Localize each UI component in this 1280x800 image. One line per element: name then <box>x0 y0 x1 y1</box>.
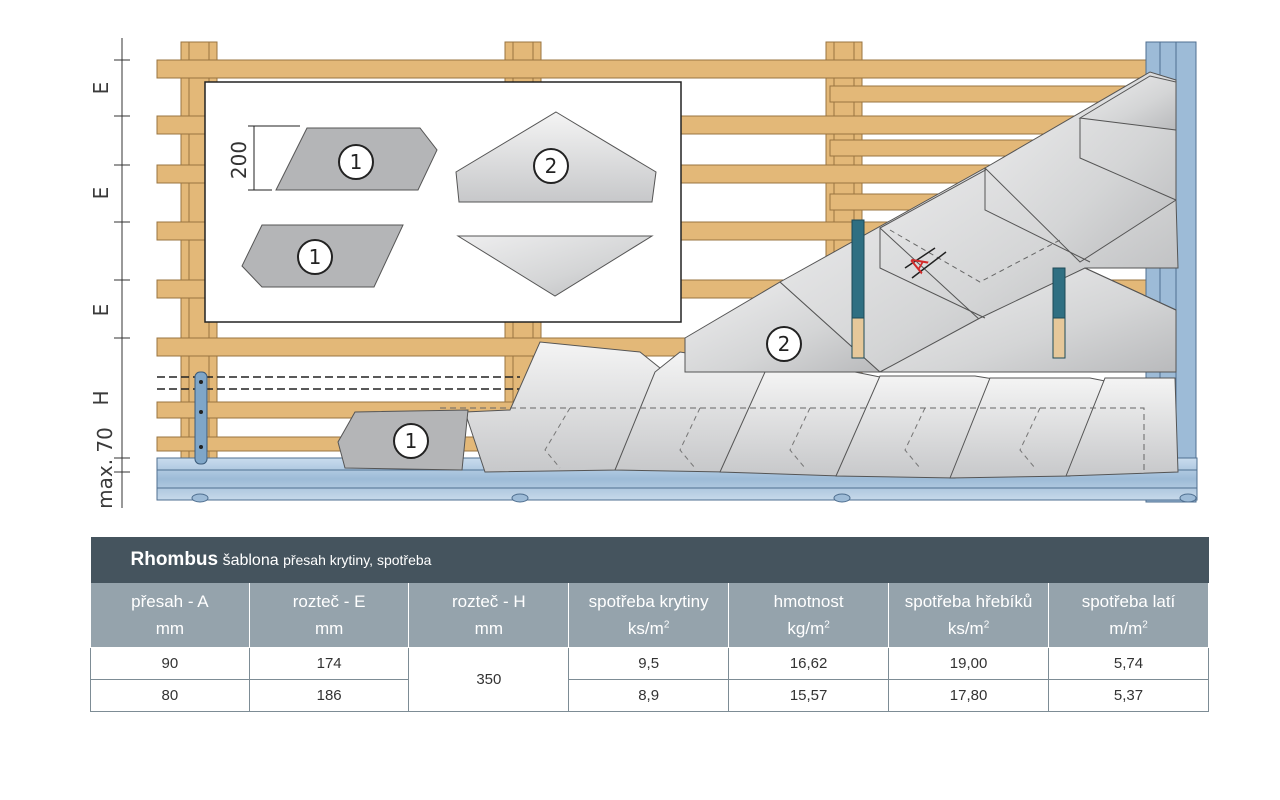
cell-hmotnost: 15,57 <box>728 679 890 712</box>
dim-E3-label: E <box>89 304 113 317</box>
eave-tiles <box>464 341 1179 479</box>
dim-E1-label: E <box>89 82 113 95</box>
cell-spotreba-lati: 5,37 <box>1048 679 1209 712</box>
svg-text:1: 1 <box>309 245 322 269</box>
svg-text:2: 2 <box>778 332 791 356</box>
title-brand: Rhombus <box>130 549 219 570</box>
tile-badge-1c: 1 <box>393 423 429 459</box>
cell-roztec-e: 174 <box>248 647 410 680</box>
cell-spotreba-hrebiku: 17,80 <box>888 679 1049 712</box>
svg-text:2: 2 <box>545 154 558 178</box>
cell-spotreba-krytiny: 8,9 <box>568 679 730 712</box>
table-title: Rhombus šablona přesah krytiny, spotřeba <box>90 537 1209 583</box>
tile-badge-1a: 1 <box>338 144 374 180</box>
cell-spotreba-krytiny: 9,5 <box>568 647 730 680</box>
cell-roztec-h: 350 <box>408 647 570 712</box>
cell-spotreba-hrebiku: 19,00 <box>888 647 1049 680</box>
cell-spotreba-lati: 5,74 <box>1048 647 1209 680</box>
tile-badge-2b: 2 <box>766 326 802 362</box>
svg-text:1: 1 <box>350 150 363 174</box>
cell-roztec-e: 186 <box>248 679 410 712</box>
dim-H-label: H <box>89 390 113 405</box>
table-row: 80 186 8,9 15,57 17,80 5,37 <box>90 679 1209 712</box>
cell-presah: 90 <box>90 647 250 680</box>
dim-max70-label: max. 70 <box>93 427 117 509</box>
dim-E2-label: E <box>89 187 113 200</box>
cell-presah: 80 <box>90 679 250 712</box>
svg-text:1: 1 <box>405 429 418 453</box>
dimension-line <box>114 38 130 508</box>
dim-200-label: 200 <box>227 141 251 179</box>
table-title-row: Rhombus šablona přesah krytiny, spotřeba <box>90 537 1209 583</box>
roof-tile-diagram: A 200 1 2 1 1 2 E E E H ma <box>89 38 1198 509</box>
table-row: 90 174 350 9,5 16,62 19,00 5,74 <box>90 647 1209 712</box>
title-product: šablona <box>222 552 279 569</box>
cell-hmotnost: 16,62 <box>728 647 890 680</box>
tile-badge-2a: 2 <box>533 148 569 184</box>
title-subtitle: přesah krytiny, spotřeba <box>283 552 432 568</box>
spec-table: Rhombus šablona přesah krytiny, spotřeba… <box>90 537 1209 712</box>
tile-badge-1b: 1 <box>297 239 333 275</box>
